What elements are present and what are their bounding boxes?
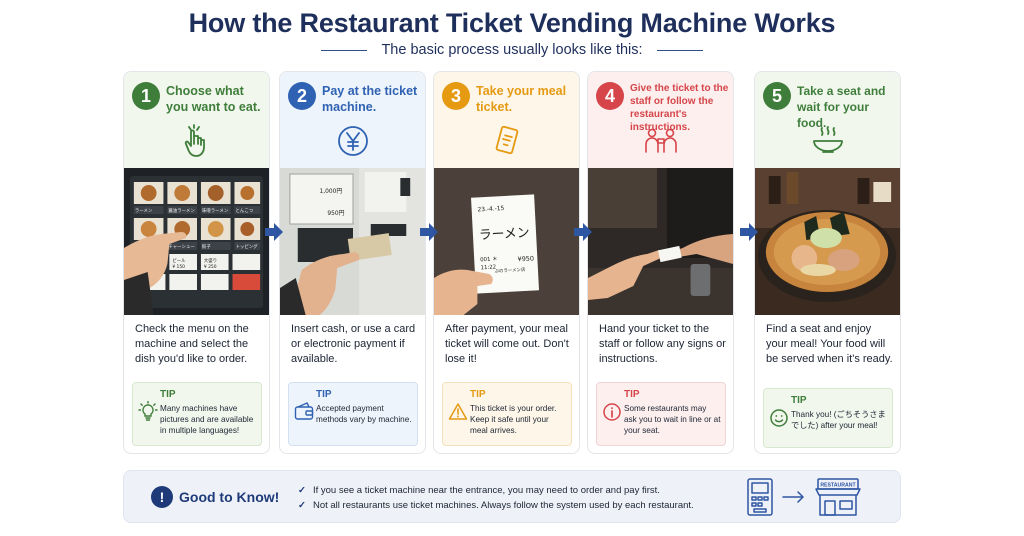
page-title: How the Restaurant Ticket Vending Machin…: [188, 8, 836, 38]
handing-ticket-photo: [588, 168, 733, 315]
step-card-1: 1 Choose what you want to eat.: [123, 71, 270, 454]
tap-finger-icon: [184, 124, 205, 157]
tip-text: Some restaurants may ask you to wait in …: [624, 404, 721, 435]
menu-label: ビール: [172, 257, 186, 264]
menu-label: ¥ 150: [172, 264, 185, 270]
wallet-icon: [294, 402, 314, 420]
step-description: After payment, your meal ticket will com…: [445, 323, 569, 365]
list-item-text: Not all restaurants use ticket machines.…: [312, 500, 694, 511]
step-header: 4 Give the ticket to the staff or follow…: [588, 72, 733, 168]
step-description: Check the menu on the machine and select…: [135, 323, 249, 365]
menu-label: ¥ 250: [204, 264, 217, 270]
warning-icon: [448, 403, 468, 420]
next-step-arrow-icon: [740, 223, 758, 241]
step-header: 1 Choose what you want to eat.: [124, 72, 269, 168]
tip-label: TIP: [470, 389, 486, 400]
step-number-badge: 1: [132, 82, 160, 110]
menu-label: とんこつ: [235, 208, 253, 214]
step-title: Take a seat and wait for your food.: [797, 84, 886, 130]
menu-label: 餃子: [202, 243, 211, 250]
ramen-bowl-icon: [812, 126, 843, 153]
ramen-bowl-photo: [755, 168, 900, 315]
tip-text: Many machines have pictures and are avai…: [160, 404, 254, 435]
step-number-badge: 4: [596, 82, 624, 110]
step-title: Take your meal ticket.: [476, 84, 567, 114]
restaurant-building-icon: RESTAURANT: [815, 478, 861, 516]
subtitle: The basic process usually looks like thi…: [381, 42, 643, 58]
ticket-time: 11:22: [480, 264, 496, 271]
ticket-shop-name: ぷのラーメン店: [494, 266, 526, 275]
subtitle-rule-left: [321, 49, 368, 51]
step-header: 5 Take a seat and wait for your food.: [755, 72, 900, 168]
step-number-badge: 2: [288, 82, 316, 110]
list-item-text: If you see a ticket machine near the ent…: [312, 485, 660, 496]
step-header: 3 Take your meal ticket.: [434, 72, 579, 168]
hand-over-ticket-icon: [644, 128, 677, 153]
next-step-arrow-icon: [420, 223, 438, 241]
menu-label: 大盛り: [204, 257, 217, 264]
ticket-date: 23.-4.-15: [477, 205, 504, 213]
step-number-badge: 3: [442, 82, 470, 110]
good-to-know-list: ✓ If you see a ticket machine near the en…: [298, 483, 694, 513]
ticket-price: ¥950: [517, 254, 534, 263]
step-description: Hand your ticket to the staff or follow …: [599, 323, 726, 365]
tip-box: TIP This ticket is your order. Keep it s…: [442, 382, 572, 446]
vending-machine-menu-photo: ラーメン 醤油ラーメン 味噌ラーメン とんこつ チャーシュー 餃子 トッピング …: [124, 168, 269, 315]
subtitle-row: The basic process usually looks like thi…: [0, 42, 1024, 58]
step-card-4: 4 Give the ticket to the staff or follow…: [587, 71, 734, 454]
list-item: ✓ Not all restaurants use ticket machines…: [298, 498, 694, 513]
tip-box: TIP Many machines have pictures and are …: [132, 382, 262, 446]
price-display-1: 1,000円: [319, 188, 342, 195]
step-title: Give the ticket to the staff or follow t…: [630, 83, 729, 133]
tip-label: TIP: [316, 389, 332, 400]
tip-label: TIP: [624, 389, 640, 400]
tip-label: TIP: [791, 395, 807, 406]
arrow-right-icon: [782, 491, 804, 503]
step-number-badge: 5: [763, 82, 791, 110]
smiley-icon: [770, 409, 788, 427]
step-card-2: 2 Pay at the ticket machine. 1,000円 950円…: [279, 71, 426, 454]
subtitle-rule-right: [656, 49, 703, 51]
ticket-code: 001 ＊: [480, 255, 498, 263]
tip-label: TIP: [160, 389, 176, 400]
tip-text: This ticket is your order. Keep it safe …: [470, 404, 557, 435]
step-card-5: 5 Take a seat and wait for your food.: [754, 71, 901, 454]
ticket-machine-icon: [747, 478, 773, 516]
lightbulb-icon: [138, 401, 158, 421]
yen-coin-icon: [337, 126, 368, 156]
step-header: 2 Pay at the ticket machine.: [280, 72, 425, 168]
menu-label: 醤油ラーメン: [168, 207, 195, 214]
ticket-icon: [495, 125, 518, 155]
tip-box: TIP Thank you! (ごちそうさまでした) after your me…: [763, 388, 893, 448]
exclamation-icon: !: [151, 486, 173, 508]
good-to-know-title: Good to Know!: [179, 489, 280, 505]
menu-label: 味噌ラーメン: [202, 207, 229, 214]
meal-ticket-photo: 23.-4.-15 ラーメン 001 ＊ 11:22 ¥950 ぷのラーメン店: [434, 168, 579, 315]
menu-label: チャーシュー: [168, 244, 194, 250]
step-description: Find a seat and enjoy your meal! Your fo…: [766, 323, 893, 365]
good-to-know-panel: ! Good to Know! ✓ If you see a ticket mac…: [123, 470, 901, 523]
menu-label: ラーメン: [135, 208, 153, 214]
step-card-3: 3 Take your meal ticket. 23.-4.-15 ラーメン …: [433, 71, 580, 454]
tip-text: Accepted payment methods vary by machine…: [316, 404, 412, 424]
next-step-arrow-icon: [574, 223, 592, 241]
restaurant-sign-text: RESTAURANT: [820, 483, 856, 489]
step-description: Insert cash, or use a card or electronic…: [291, 323, 416, 365]
list-item: ✓ If you see a ticket machine near the en…: [298, 483, 694, 498]
ticket-item: ラーメン: [479, 226, 530, 244]
step-title: Choose what you want to eat.: [166, 84, 261, 114]
inserting-cash-photo: 1,000円 950円: [280, 168, 425, 315]
info-icon: [603, 403, 621, 421]
menu-label: トッピング: [235, 243, 258, 250]
check-icon: ✓: [298, 500, 306, 511]
tip-text: Thank you! (ごちそうさまでした) after your meal!: [791, 410, 886, 430]
tip-box: TIP Some restaurants may ask you to wait…: [596, 382, 726, 446]
next-step-arrow-icon: [265, 223, 283, 241]
step-title: Pay at the ticket machine.: [322, 84, 418, 114]
price-display-2: 950円: [327, 210, 344, 217]
tip-box: TIP Accepted payment methods vary by mac…: [288, 382, 418, 446]
check-icon: ✓: [298, 485, 306, 496]
